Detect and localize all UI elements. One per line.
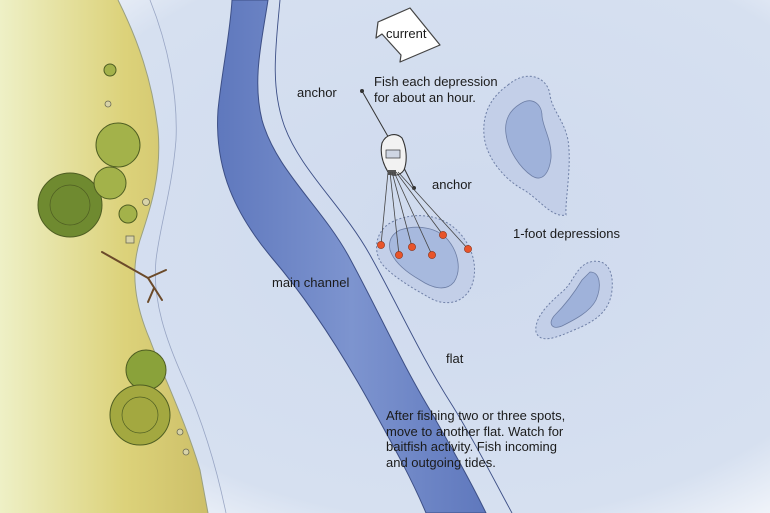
tree <box>125 349 167 391</box>
depression-upper-inner <box>505 100 552 179</box>
note-line: move to another flat. Watch for <box>386 423 564 439</box>
tree <box>93 166 127 200</box>
fallen-tree <box>101 251 167 303</box>
cast-marker <box>408 243 416 251</box>
shore-edge <box>117 0 209 513</box>
depression-lower-inner <box>550 271 600 328</box>
anchor-upper-marker <box>360 89 364 93</box>
rocks <box>104 100 190 456</box>
main-channel <box>217 0 487 513</box>
note-move-flat: After fishing two or three spots, move t… <box>386 408 565 470</box>
depressions-label: 1-foot depressions <box>513 226 620 241</box>
anchor-upper-label: anchor <box>297 85 337 100</box>
shore-offset-line <box>149 0 227 513</box>
tree <box>95 122 141 168</box>
tree <box>118 204 138 224</box>
cast-marker <box>464 245 472 253</box>
note-line: for about an hour. <box>374 89 476 105</box>
anchor-lower-label: anchor <box>432 177 472 192</box>
tree <box>103 63 117 77</box>
note-line: After fishing two or three spots, <box>386 408 566 423</box>
cast-lines <box>380 171 469 256</box>
cast-marker <box>377 241 385 249</box>
trees <box>37 63 171 446</box>
cast-marker <box>428 251 436 259</box>
channel-contour <box>274 0 513 513</box>
cast-marker <box>395 251 403 259</box>
note-line: Fish each depression <box>374 74 498 89</box>
note-line: and outgoing tides. <box>386 454 496 470</box>
tree <box>109 384 171 446</box>
note-depression-time: Fish each depression for about an hour. <box>374 74 498 105</box>
current-arrow <box>375 7 441 63</box>
main-channel-label: main channel <box>272 275 350 290</box>
cast-markers <box>377 231 472 259</box>
note-line: baitfish activity. Fish incoming <box>386 439 557 454</box>
cast-marker <box>439 231 447 239</box>
current-label: current <box>386 26 427 41</box>
tree <box>37 172 103 238</box>
anchor-line-upper <box>361 90 391 141</box>
flat-label: flat <box>446 351 464 366</box>
